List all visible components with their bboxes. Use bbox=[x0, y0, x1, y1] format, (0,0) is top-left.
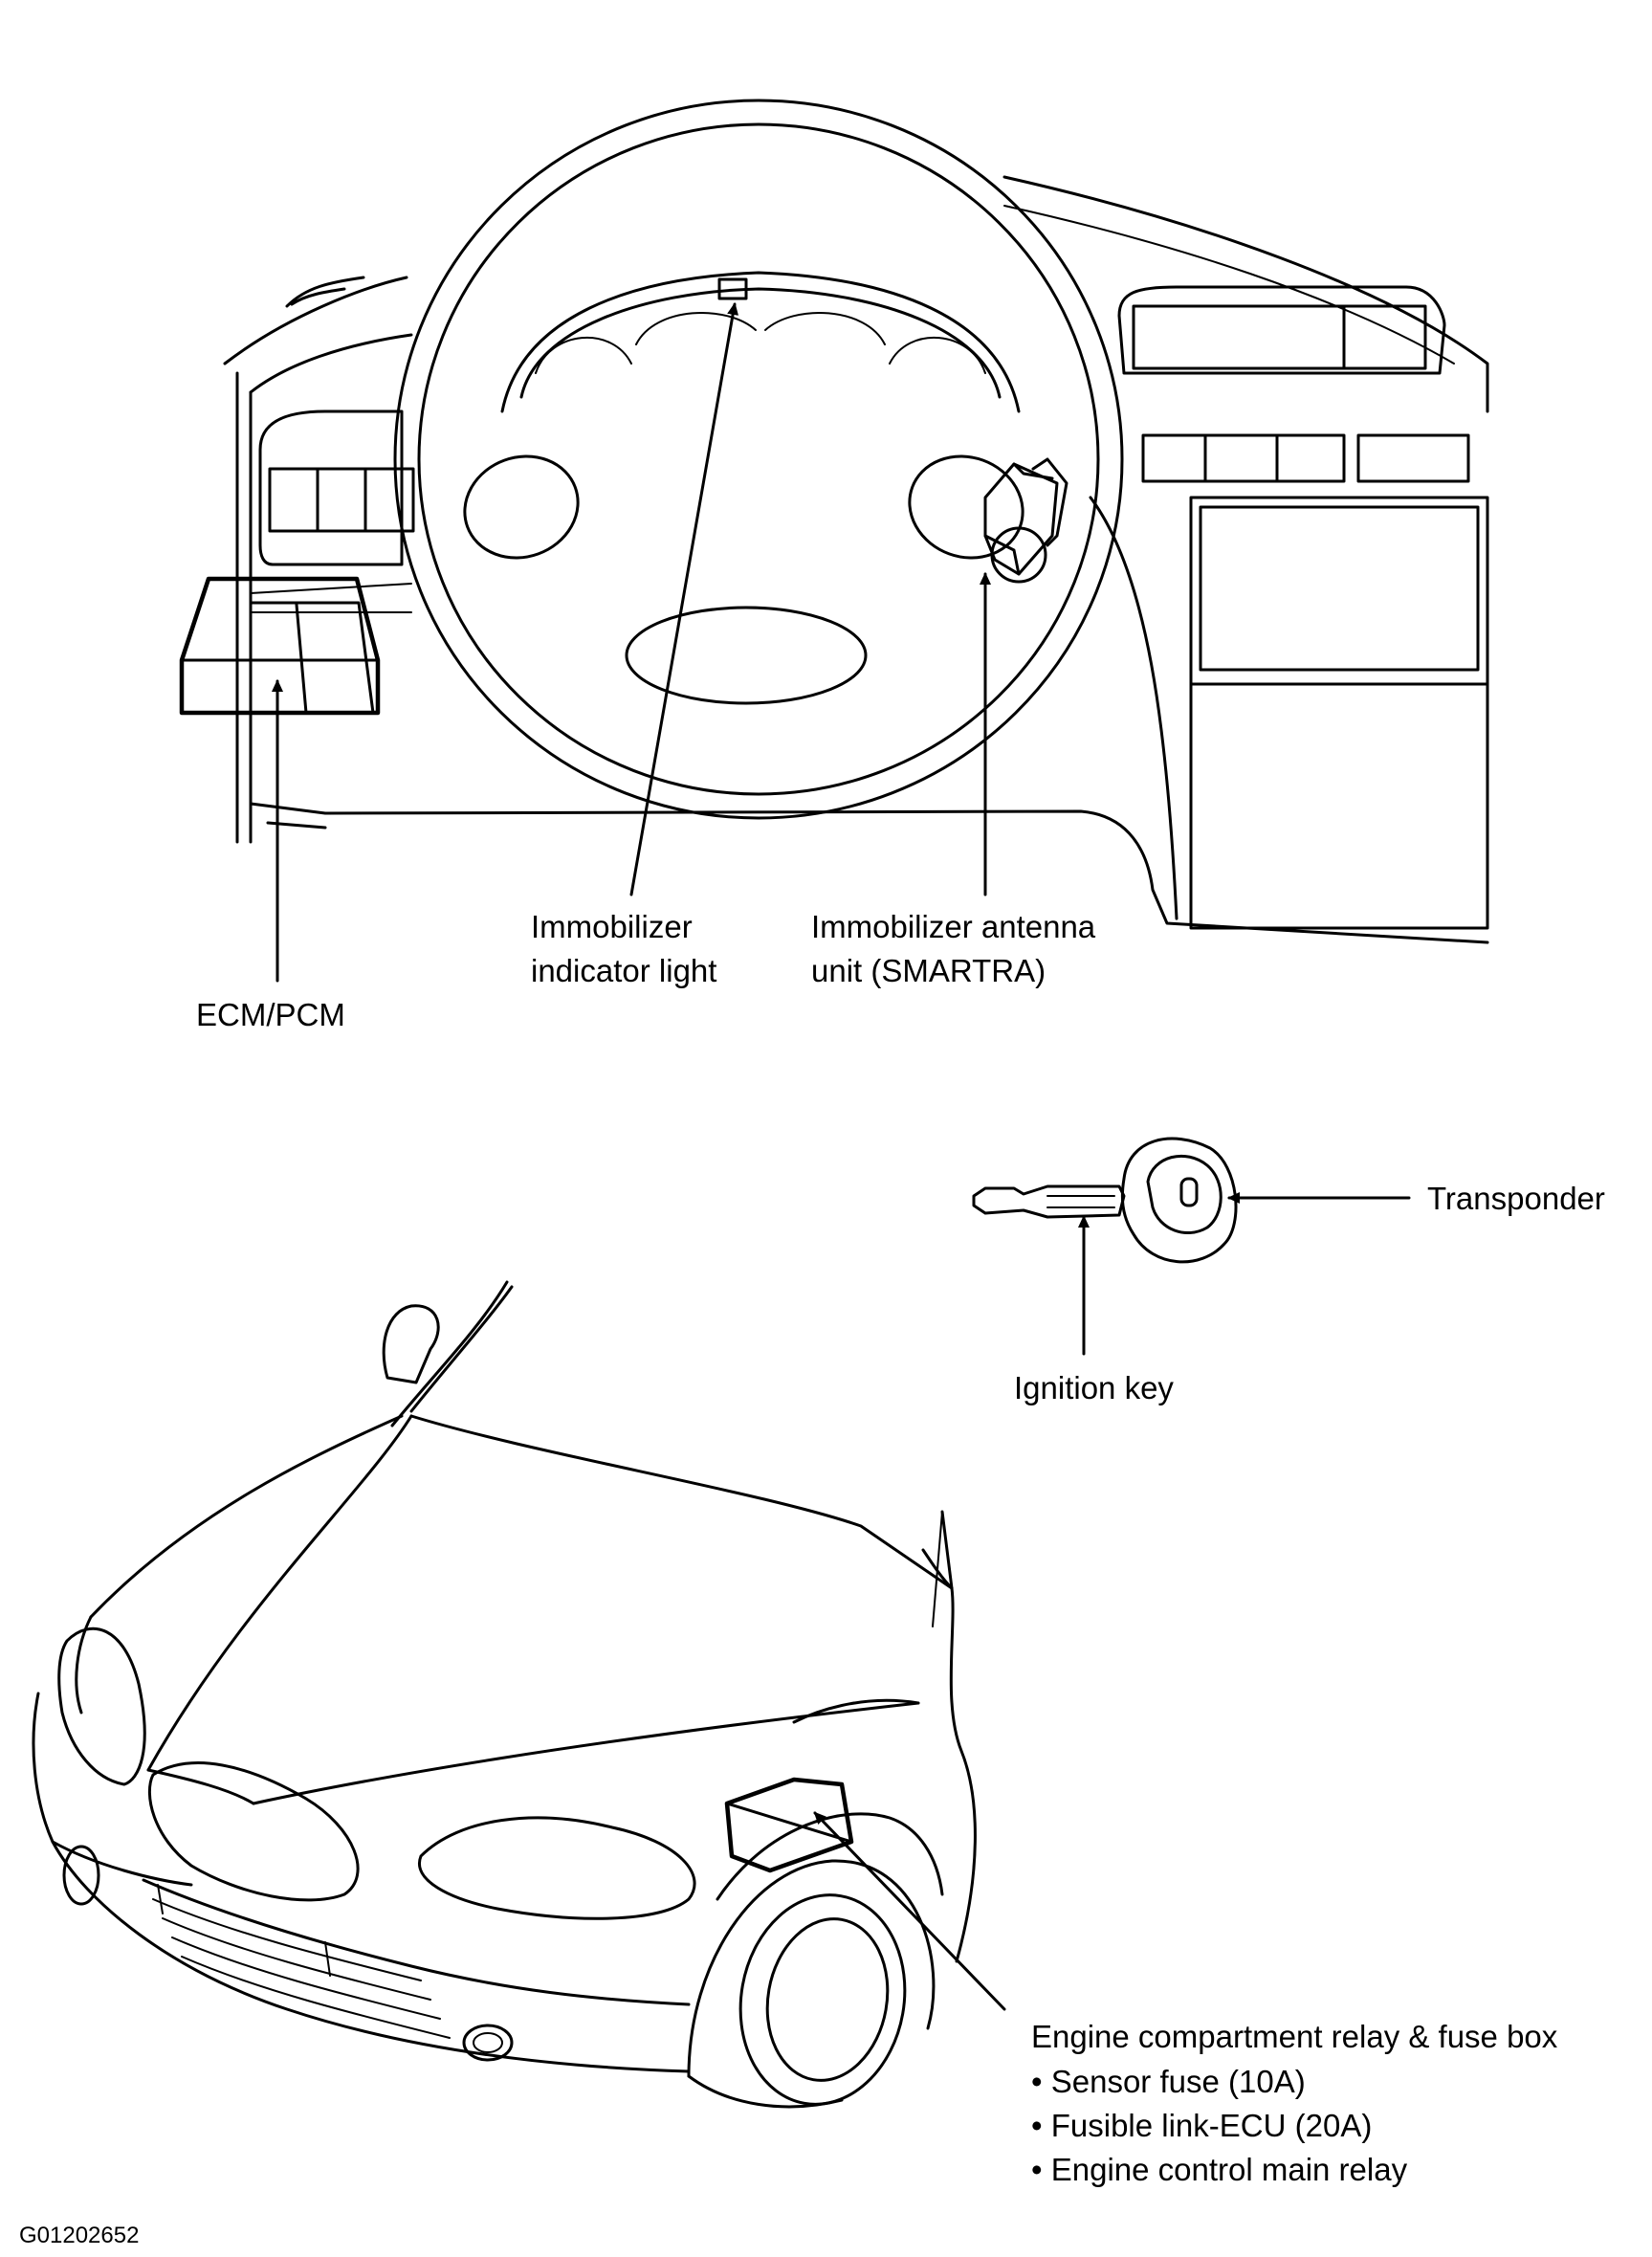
ecm-label: ECM/PCM bbox=[196, 997, 345, 1032]
fusebox-item-fusible-link: • Fusible link-ECU (20A) bbox=[1031, 2108, 1372, 2143]
ignition-key-label: Ignition key bbox=[1014, 1370, 1174, 1405]
dashboard-drawing bbox=[179, 99, 1489, 944]
ignition-key-drawing bbox=[972, 1137, 1238, 1264]
indicator-leader-arrow bbox=[629, 302, 739, 896]
fusebox-leader-arrow bbox=[813, 1811, 1006, 2011]
indicator-label-line2: indicator light bbox=[531, 953, 716, 988]
figure-code: G01202652 bbox=[19, 2223, 139, 2248]
antenna-label-line1: Immobilizer antenna bbox=[811, 909, 1096, 944]
transponder-label: Transponder bbox=[1427, 1181, 1605, 1216]
car-front-drawing bbox=[32, 1280, 977, 2109]
antenna-label-line2: unit (SMARTRA) bbox=[811, 953, 1046, 988]
indicator-label-line1: Immobilizer bbox=[531, 909, 693, 944]
fusebox-item-main-relay: • Engine control main relay bbox=[1031, 2152, 1408, 2187]
fusebox-item-sensor-fuse: • Sensor fuse (10A) bbox=[1031, 2064, 1306, 2099]
fusebox-label-title: Engine compartment relay & fuse box bbox=[1031, 2019, 1558, 2054]
